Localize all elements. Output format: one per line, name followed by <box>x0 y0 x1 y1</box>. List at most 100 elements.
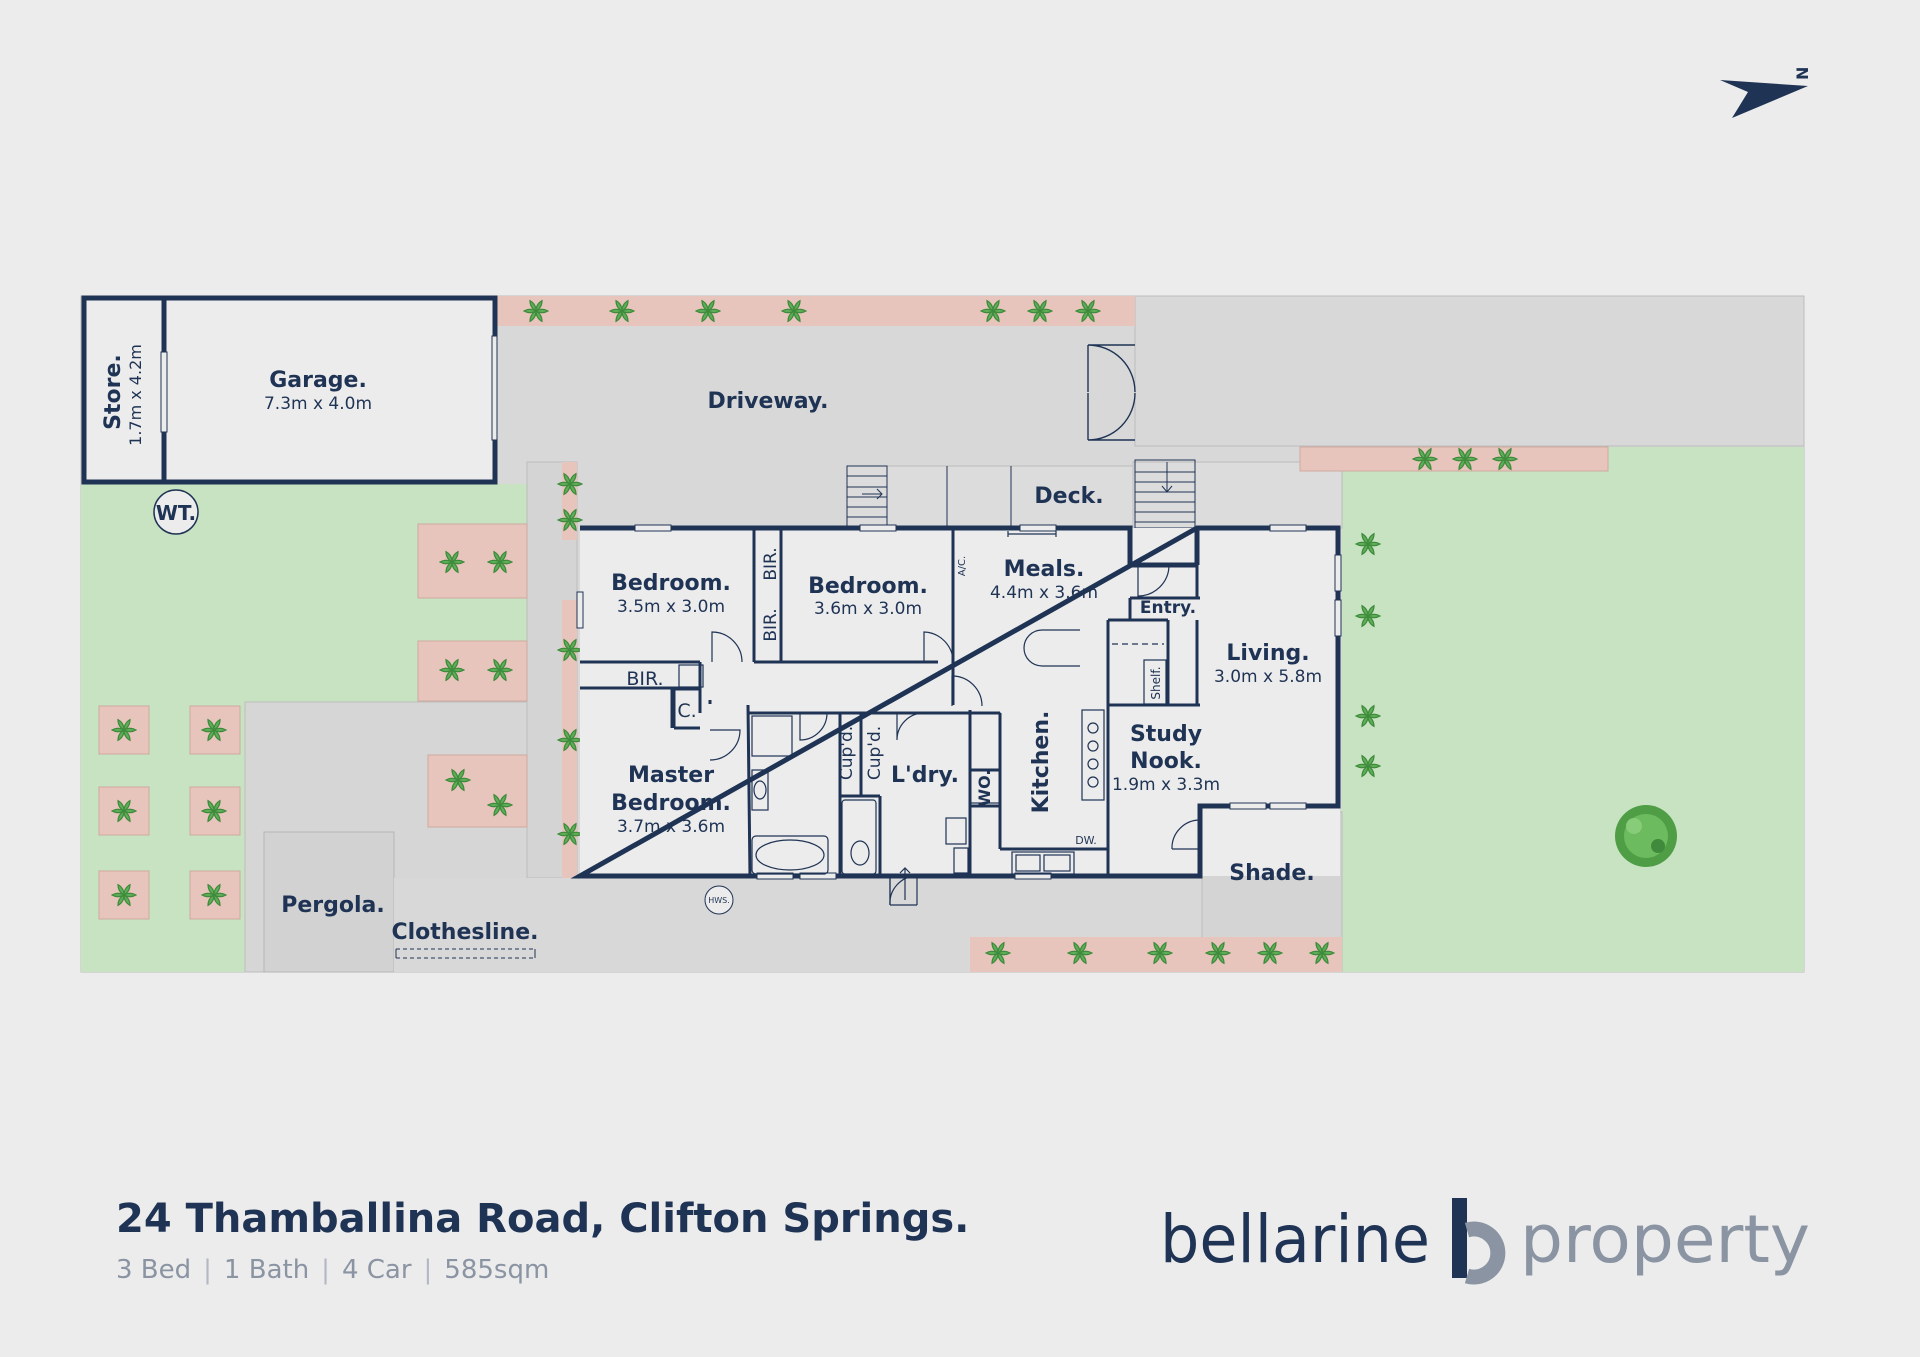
plant-icon <box>1026 299 1054 323</box>
spec-car: 4 Car <box>341 1255 412 1285</box>
north-paving <box>1134 295 1805 447</box>
plant-icon <box>556 822 584 846</box>
store-door-mark <box>160 351 168 433</box>
spec-divider: | <box>321 1255 330 1285</box>
property-address: 24 Thamballina Road, Clifton Springs. <box>116 1196 970 1242</box>
plant-icons <box>110 299 1519 965</box>
plant-icon <box>694 299 722 323</box>
plant-icon <box>522 299 550 323</box>
plant-icon <box>1451 447 1479 471</box>
deck-label: Deck. <box>1034 484 1103 509</box>
garage-building <box>81 295 498 485</box>
laundry-label: L'dry. <box>891 763 959 788</box>
hot-water-system <box>704 885 734 915</box>
plant-icon <box>556 728 584 752</box>
shelf-label: Shelf. <box>1149 666 1163 699</box>
plant-icon <box>438 658 466 682</box>
plant-icon <box>556 472 584 496</box>
dw-label: DW. <box>1075 834 1097 847</box>
plant-icon <box>1354 604 1382 628</box>
plant-icon <box>1354 532 1382 556</box>
brand-name-right: property <box>1520 1201 1810 1278</box>
plant-icon <box>1354 754 1382 778</box>
pergola-label: Pergola. <box>281 893 385 918</box>
plant-icon <box>110 718 138 742</box>
bir-2-label: BIR. <box>761 608 781 641</box>
bir-1-label: BIR. <box>761 547 781 580</box>
hws-label: HWS. <box>708 896 730 905</box>
north-arrow-icon: N <box>1720 67 1812 118</box>
ac-label: A/C. <box>957 556 968 576</box>
brand-mark-icon: b <box>1452 1198 1506 1285</box>
clothesline-area <box>394 878 970 972</box>
bedroom-1-label: Bedroom. <box>611 571 731 596</box>
plant-icon <box>200 718 228 742</box>
planter-2 <box>189 705 241 755</box>
compass-letter: N <box>1793 67 1812 80</box>
pergola-area <box>263 831 395 973</box>
steps-east <box>1134 459 1196 529</box>
plant-icon <box>444 768 472 792</box>
plant-icon <box>110 883 138 907</box>
plant-icon <box>486 550 514 574</box>
plant-icon <box>1354 704 1382 728</box>
study-dim: 1.9m x 3.3m <box>1112 775 1220 795</box>
study-label-line2: Nook. <box>1130 749 1202 774</box>
plant-icon <box>1411 447 1439 471</box>
bedroom-2-label: Bedroom. <box>808 574 928 599</box>
plant-icon <box>556 508 584 532</box>
entry-label: Entry. <box>1140 598 1196 618</box>
wt-label: WT. <box>156 501 196 525</box>
tree-icon <box>1615 805 1677 867</box>
deck-area <box>846 465 1134 529</box>
master-label-line2: Bedroom. <box>611 791 731 816</box>
meals-dim: 4.4m x 3.6m <box>990 583 1098 603</box>
plant-icon <box>1256 941 1284 965</box>
plant-icon <box>486 793 514 817</box>
spec-divider: | <box>423 1255 433 1285</box>
meals-label: Meals. <box>1004 557 1085 582</box>
plant-icon <box>608 299 636 323</box>
bir-3-label: BIR. <box>626 668 663 690</box>
brand-logo: bellarine b property <box>1160 1198 1810 1285</box>
kitchen-label: Kitchen. <box>1029 711 1054 814</box>
plant-icon <box>200 883 228 907</box>
shade-label: Shade. <box>1229 861 1314 886</box>
master-label-line1: Master <box>628 763 714 788</box>
house <box>570 524 1342 906</box>
water-tank <box>153 489 199 535</box>
plant-icon <box>1491 447 1519 471</box>
plant-icon <box>200 799 228 823</box>
garage-dim: 7.3m x 4.0m <box>264 394 372 414</box>
plant-icon <box>486 658 514 682</box>
garage-label: Garage. <box>269 368 367 393</box>
brand-name-left: bellarine <box>1160 1201 1430 1278</box>
driveway-gate <box>1087 344 1136 441</box>
wo-label: WO. <box>975 770 994 807</box>
bedroom-2-dim: 3.6m x 3.0m <box>814 599 922 619</box>
plant-icon <box>1204 941 1232 965</box>
spec-bed: 3 Bed <box>116 1255 192 1285</box>
living-label: Living. <box>1226 641 1309 666</box>
master-dim: 3.7m x 3.6m <box>617 817 725 837</box>
plant-icon <box>984 941 1012 965</box>
deck-area-east <box>1132 461 1343 529</box>
spec-bath: 1 Bath <box>223 1255 310 1285</box>
garage-door-mark <box>491 335 498 441</box>
lawn-east <box>1342 447 1804 972</box>
property-specs: 3 Bed | 1 Bath | 4 Car | 585sqm <box>116 1255 549 1285</box>
plant-icon <box>780 299 808 323</box>
plant-icon <box>1066 941 1094 965</box>
plant-icon <box>1074 299 1102 323</box>
clothesline-label: Clothesline. <box>391 920 538 945</box>
plant-icon <box>1146 941 1174 965</box>
spec-divider: | <box>203 1255 212 1285</box>
bedroom-1-dim: 3.5m x 3.0m <box>617 597 725 617</box>
plant-icon <box>556 638 584 662</box>
living-dim: 3.0m x 5.8m <box>1214 667 1322 687</box>
spec-area: 585sqm <box>444 1255 550 1285</box>
plant-icon <box>979 299 1007 323</box>
study-label-line1: Study <box>1130 722 1202 747</box>
c-label: C. <box>677 700 696 722</box>
